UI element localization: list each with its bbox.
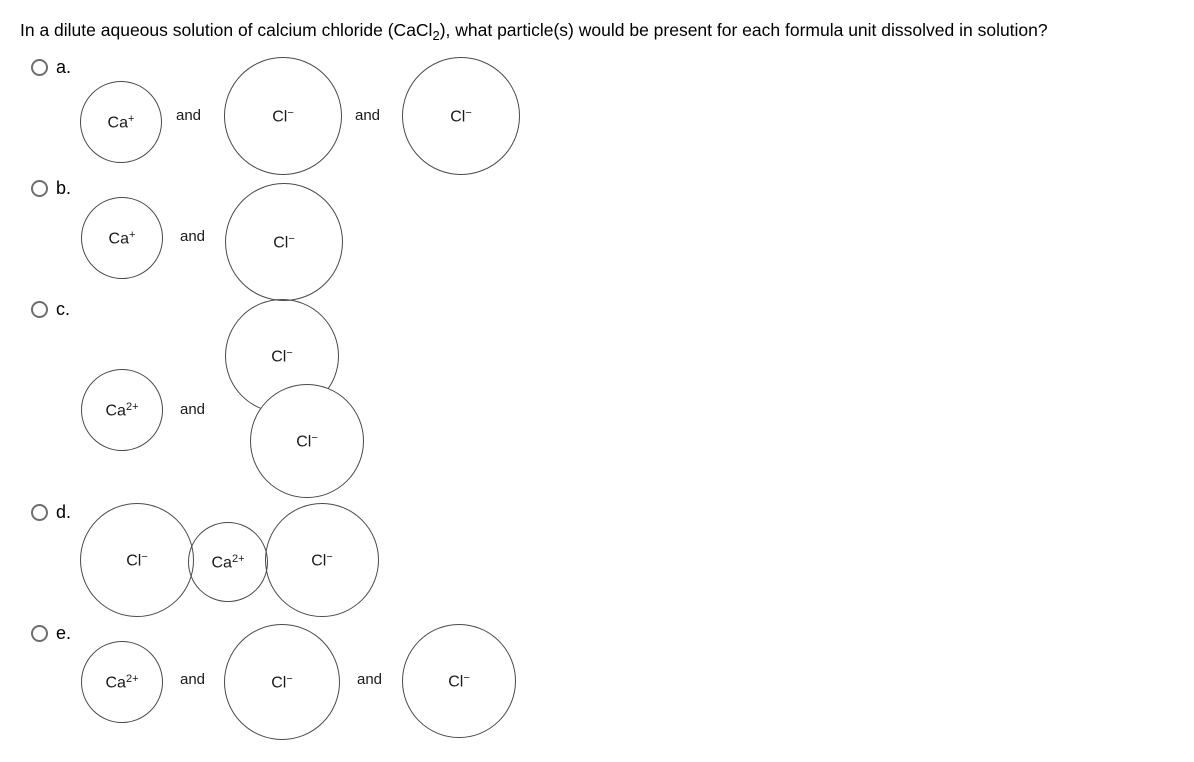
- ion-label: Cl−: [296, 431, 318, 451]
- radio-option-a[interactable]: [31, 59, 48, 76]
- particle-circle: Cl−: [402, 624, 516, 738]
- ion-label: Cl−: [273, 232, 295, 252]
- ion-label: Ca+: [107, 112, 135, 132]
- particle-circle: Cl−: [225, 183, 343, 301]
- ion-label: Cl−: [271, 672, 293, 692]
- ion-label: Ca2+: [211, 552, 245, 572]
- ion-label: Cl−: [450, 106, 472, 126]
- particle-circle: Cl−: [402, 57, 520, 175]
- ion-label: Cl−: [311, 550, 333, 570]
- and-text: and: [355, 107, 381, 124]
- particle-circle: Ca+: [81, 197, 163, 279]
- option-b-label: b.: [56, 178, 72, 198]
- particle-circle: Cl−: [265, 503, 379, 617]
- particle-circle: Ca2+: [81, 369, 163, 451]
- radio-option-c[interactable]: [31, 301, 48, 318]
- radio-option-b[interactable]: [31, 180, 48, 197]
- and-text: and: [357, 671, 383, 688]
- particle-circle: Cl−: [224, 57, 342, 175]
- particle-circle: Cl−: [224, 624, 340, 740]
- particle-circle: Ca+: [80, 81, 162, 163]
- particle-circle: Cl−: [80, 503, 194, 617]
- ion-label: Ca2+: [105, 672, 139, 692]
- and-text: and: [180, 228, 206, 245]
- and-text: and: [180, 401, 206, 418]
- option-d-label: d.: [56, 502, 72, 522]
- ion-label: Ca+: [108, 228, 136, 248]
- ion-label: Cl−: [272, 106, 294, 126]
- question-pre: In a dilute aqueous solution of calcium …: [20, 20, 433, 40]
- question-post: ), what particle(s) would be present for…: [439, 20, 1048, 40]
- option-a-label: a.: [56, 57, 72, 77]
- option-e-label: e.: [56, 623, 72, 643]
- ion-label: Ca2+: [105, 400, 139, 420]
- formula-subscript: 2: [432, 28, 440, 43]
- option-c-label: c.: [56, 299, 71, 319]
- ion-label: Cl−: [126, 550, 148, 570]
- and-text: and: [176, 107, 202, 124]
- ion-label: Cl−: [448, 671, 470, 691]
- particle-circle: Ca2+: [81, 641, 163, 723]
- radio-option-d[interactable]: [31, 504, 48, 521]
- and-text: and: [180, 671, 206, 688]
- particle-circle: Cl−: [250, 384, 364, 498]
- question-text: In a dilute aqueous solution of calcium …: [20, 20, 1048, 46]
- radio-option-e[interactable]: [31, 625, 48, 642]
- particle-circle: Ca2+: [188, 522, 268, 602]
- ion-label: Cl−: [271, 346, 293, 366]
